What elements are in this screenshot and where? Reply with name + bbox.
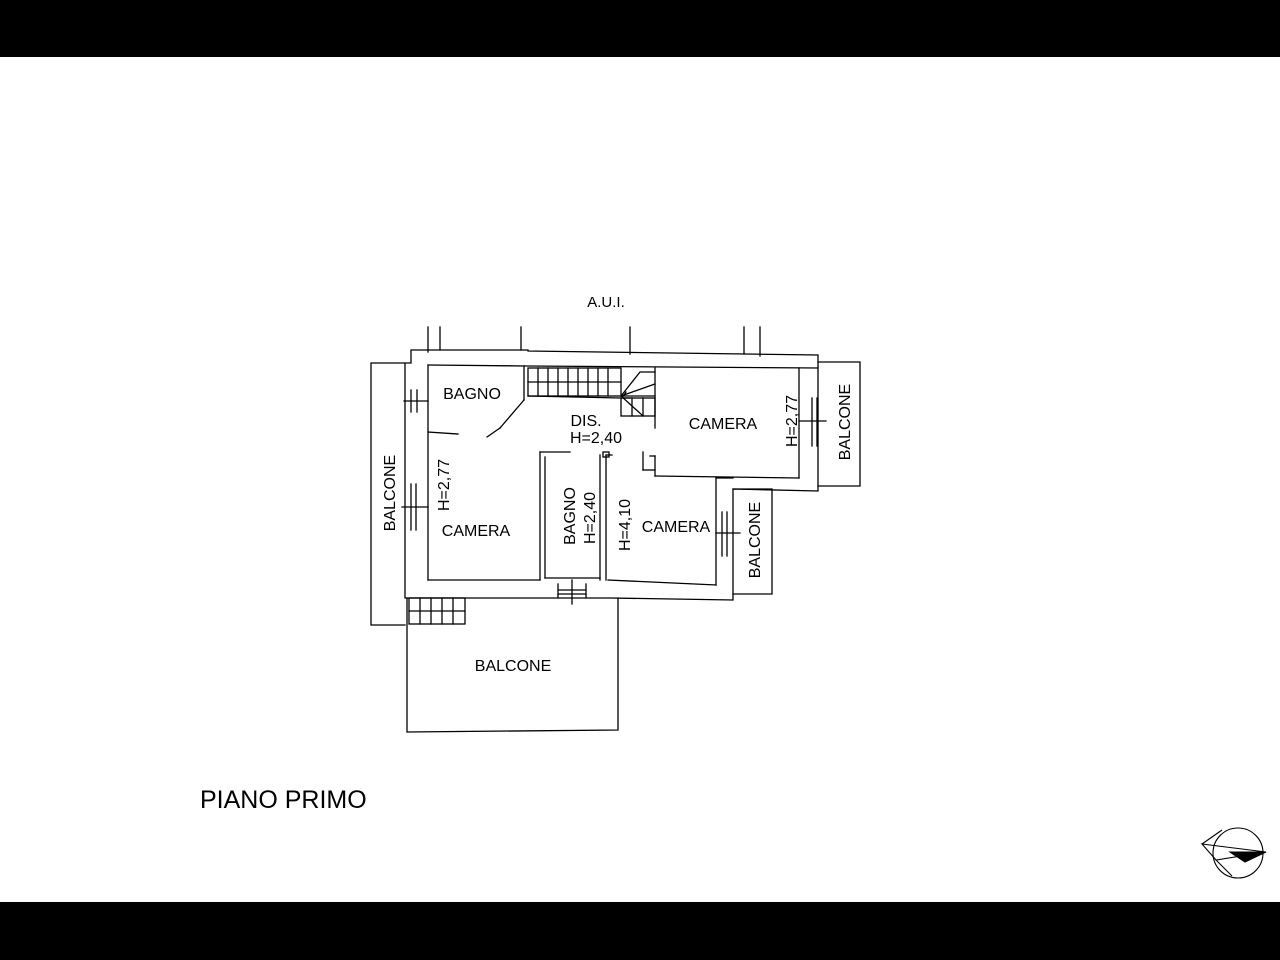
room-height-dis: H=2,40 [570,430,622,447]
room-label-camera-left: CAMERA [442,523,511,540]
room-label-bagno-top: BAGNO [443,386,501,403]
exterior-walls [404,349,819,601]
balcony-label-bottom: BALCONE [475,658,551,675]
interior-partitions [427,365,656,581]
letterbox-top [0,0,1280,57]
windows [401,389,827,605]
staircase [527,367,656,417]
room-label-camera-top-right: CAMERA [689,416,758,433]
adjacent-property-walls [427,326,761,357]
north-arrow-icon [1200,827,1267,879]
floor-plan-sheet: A.U.I. BAGNO DIS. H=2,40 CAMERA H=2,77 C… [0,57,1280,902]
room-height-camera-top-right: H=2,77 [784,395,801,447]
room-height-camera-left: H=2,77 [436,459,453,511]
letterbox-bottom [0,902,1280,960]
room-label-bagno-middle: BAGNO [562,487,579,545]
room-label-camera-right: CAMERA [642,519,711,536]
balcony-label-right-mid: BALCONE [747,502,764,578]
balconies [370,361,861,733]
adjacent-property-label: A.U.I. [587,294,625,311]
floor-title: PIANO PRIMO [200,786,367,814]
balcony-label-right-top: BALCONE [837,384,854,460]
room-label-dis: DIS. [570,413,601,430]
room-height-bagno-middle: H=2,40 [582,492,599,544]
floor-plan-drawing: A.U.I. BAGNO DIS. H=2,40 CAMERA H=2,77 C… [200,294,1267,879]
room-height-camera-right: H=4,10 [617,499,634,551]
balcony-label-left: BALCONE [382,455,399,531]
